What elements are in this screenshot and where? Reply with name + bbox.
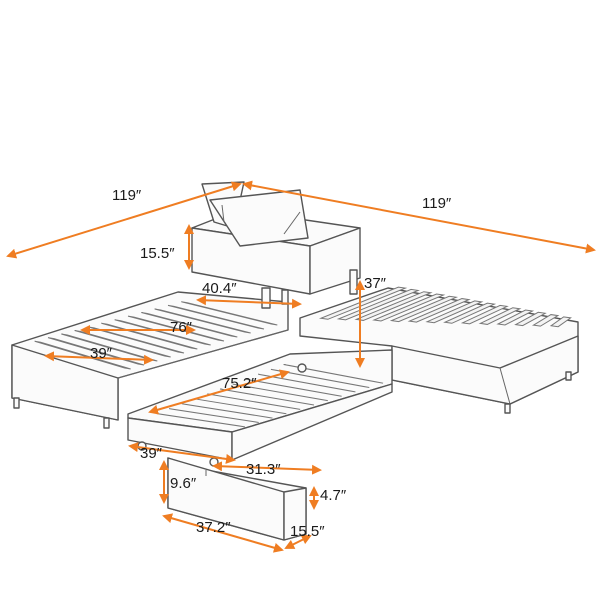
bed-slat — [407, 298, 471, 323]
label-storage-height: 15.5″ — [140, 245, 175, 262]
label-drawer-length: 37.2″ — [196, 519, 231, 536]
dimension-labels: 119″ 119″ 15.5″ 40.4″ 37″ 76″ 39″ 75.2″ … — [90, 187, 452, 540]
arrow-right-length — [242, 180, 596, 254]
bed-slat — [74, 329, 171, 358]
label-drawer-height: 9.6″ — [170, 475, 197, 492]
storage-post — [261, 287, 271, 309]
label-drawer-small-height: 4.7″ — [320, 487, 347, 504]
bed-slat — [283, 363, 384, 384]
storage-post — [349, 269, 358, 295]
bed-slat — [549, 316, 572, 328]
label-right-length: 119″ — [422, 195, 452, 212]
label-left-length: 119″ — [112, 187, 142, 204]
bed-slat — [531, 314, 560, 327]
label-trundle-length: 75.2″ — [222, 375, 257, 392]
arrow-drawer-depth — [284, 535, 312, 549]
left-bed-leg — [103, 417, 110, 429]
arrow-drawer-length — [162, 513, 284, 553]
arrow-left-length — [6, 181, 242, 259]
bed-slat — [460, 304, 509, 325]
arrow-drawer-width-top — [212, 461, 322, 475]
trundle-bed — [127, 349, 393, 467]
arrow-trundle-width — [128, 442, 236, 464]
bed-slat — [372, 293, 446, 322]
arrow-trundle-length — [148, 369, 290, 415]
bed-slat — [514, 311, 547, 327]
arrow-storage-width — [196, 295, 302, 309]
label-left-bed-length: 76″ — [170, 319, 193, 336]
bed-slat — [496, 309, 535, 326]
bed-slat — [389, 295, 459, 323]
drawer — [167, 457, 307, 541]
bed-slat — [154, 308, 251, 334]
bed-slat — [443, 302, 497, 324]
right-bed-leg — [504, 403, 511, 414]
label-drawer-depth: 15.5″ — [290, 523, 325, 540]
trundle-wheel — [297, 363, 307, 373]
label-trundle-width: 39″ — [140, 445, 163, 462]
right-bed-leg — [565, 371, 572, 381]
bed-slat — [425, 300, 484, 324]
label-drawer-width-top: 31.3″ — [246, 461, 281, 478]
bed-slat — [478, 307, 522, 325]
storage-post — [281, 289, 289, 305]
bed-slat — [167, 304, 265, 330]
label-overall-height: 37″ — [364, 275, 387, 292]
label-storage-width: 40.4″ — [202, 280, 237, 297]
label-left-bed-width: 39″ — [90, 345, 113, 362]
right-bed — [299, 286, 579, 414]
dimension-arrows — [6, 180, 596, 553]
arrow-left-bed-width — [44, 351, 154, 365]
bed-slat — [141, 312, 238, 338]
trundle-wheel — [209, 457, 219, 467]
left-bed-leg — [13, 397, 20, 409]
